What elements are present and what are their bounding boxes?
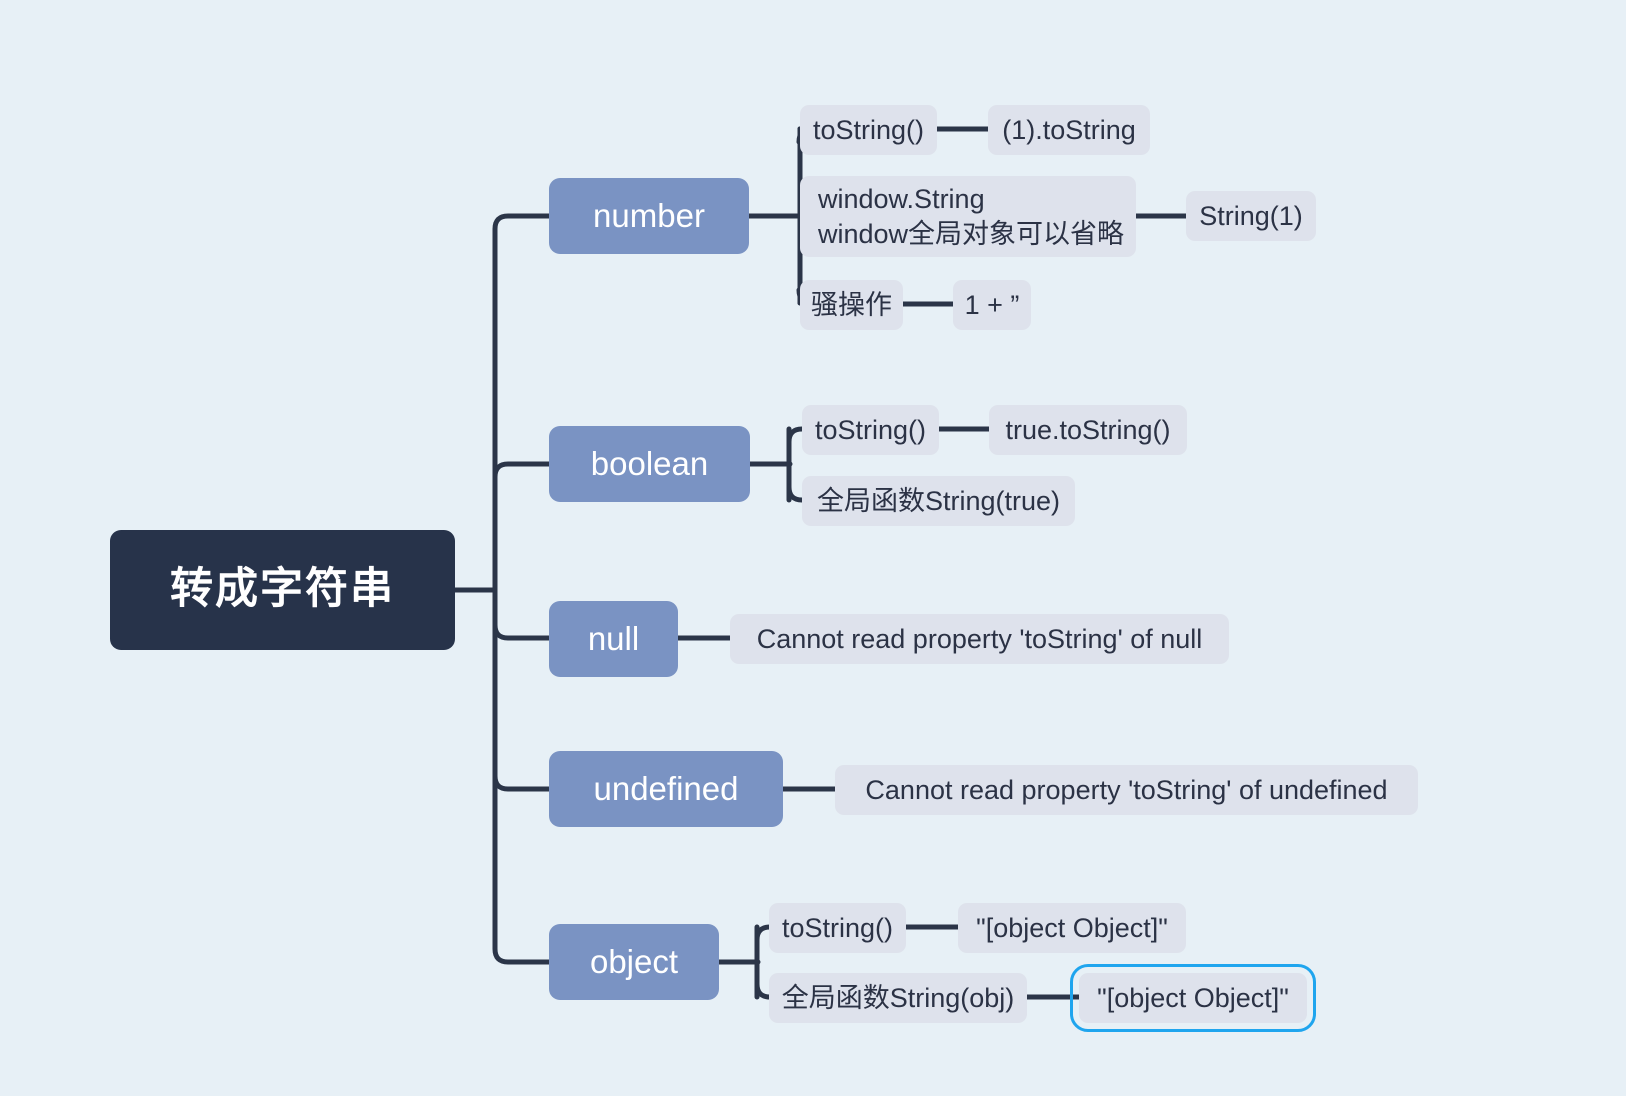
node-number-string-result-label: String(1)	[1199, 200, 1303, 231]
root-node-label: 转成字符串	[170, 565, 395, 614]
node-object-global-string-result[interactable]: "[object Object]"	[1070, 964, 1316, 1032]
node-number-trick[interactable]: 骚操作	[800, 280, 903, 330]
node-object-global-string-result-label: "[object Object]"	[1097, 982, 1289, 1013]
node-number-trick-label: 骚操作	[811, 289, 892, 320]
node-object-global-string-label: 全局函数String(obj)	[781, 982, 1015, 1013]
node-boolean-tostring-label: toString()	[814, 414, 927, 445]
node-null-error[interactable]: Cannot read property 'toString' of null	[730, 614, 1229, 664]
node-number-window-string-line1: window.String	[818, 183, 985, 214]
node-undefined-error-label: Cannot read property 'toString' of undef…	[865, 774, 1388, 805]
root-node[interactable]: 转成字符串	[110, 530, 455, 650]
node-number-window-string-line2: window全局对象可以省略	[818, 218, 1125, 249]
node-boolean-tostring-result-label: true.toString()	[1005, 414, 1171, 445]
node-boolean-tostring-result[interactable]: true.toString()	[989, 405, 1187, 455]
node-object-tostring-label: toString()	[781, 912, 894, 943]
node-number-tostring-result[interactable]: (1).toString	[988, 105, 1150, 155]
branch-node-object-label: object	[589, 942, 679, 980]
branch-node-number-label: number	[593, 196, 705, 234]
branch-node-object[interactable]: object	[549, 924, 719, 1000]
node-number-tostring[interactable]: toString()	[800, 105, 937, 155]
branch-node-boolean-label: boolean	[590, 444, 709, 482]
branch-node-number[interactable]: number	[549, 178, 749, 254]
branch-node-boolean[interactable]: boolean	[549, 426, 750, 502]
node-object-global-string[interactable]: 全局函数String(obj)	[769, 973, 1027, 1023]
branch-node-null-label: null	[587, 619, 640, 657]
node-number-tostring-result-label: (1).toString	[1002, 114, 1136, 145]
branch-node-undefined-label: undefined	[593, 769, 739, 807]
node-boolean-tostring[interactable]: toString()	[802, 405, 939, 455]
node-number-tostring-label: toString()	[812, 114, 925, 145]
node-number-string-result[interactable]: String(1)	[1186, 191, 1316, 241]
branch-node-null[interactable]: null	[549, 601, 678, 677]
node-undefined-error[interactable]: Cannot read property 'toString' of undef…	[835, 765, 1418, 815]
node-number-trick-result-label: 1 + ”	[964, 289, 1020, 320]
node-object-tostring-result[interactable]: "[object Object]"	[958, 903, 1186, 953]
node-object-tostring[interactable]: toString()	[769, 903, 906, 953]
node-number-trick-result[interactable]: 1 + ”	[953, 280, 1031, 330]
node-number-window-string[interactable]: window.String window全局对象可以省略	[800, 176, 1136, 257]
branch-node-undefined[interactable]: undefined	[549, 751, 783, 827]
node-boolean-global-string[interactable]: 全局函数String(true)	[802, 476, 1075, 526]
node-null-error-label: Cannot read property 'toString' of null	[756, 623, 1203, 654]
node-boolean-global-string-label: 全局函数String(true)	[816, 485, 1061, 516]
node-object-tostring-result-label: "[object Object]"	[976, 912, 1168, 943]
